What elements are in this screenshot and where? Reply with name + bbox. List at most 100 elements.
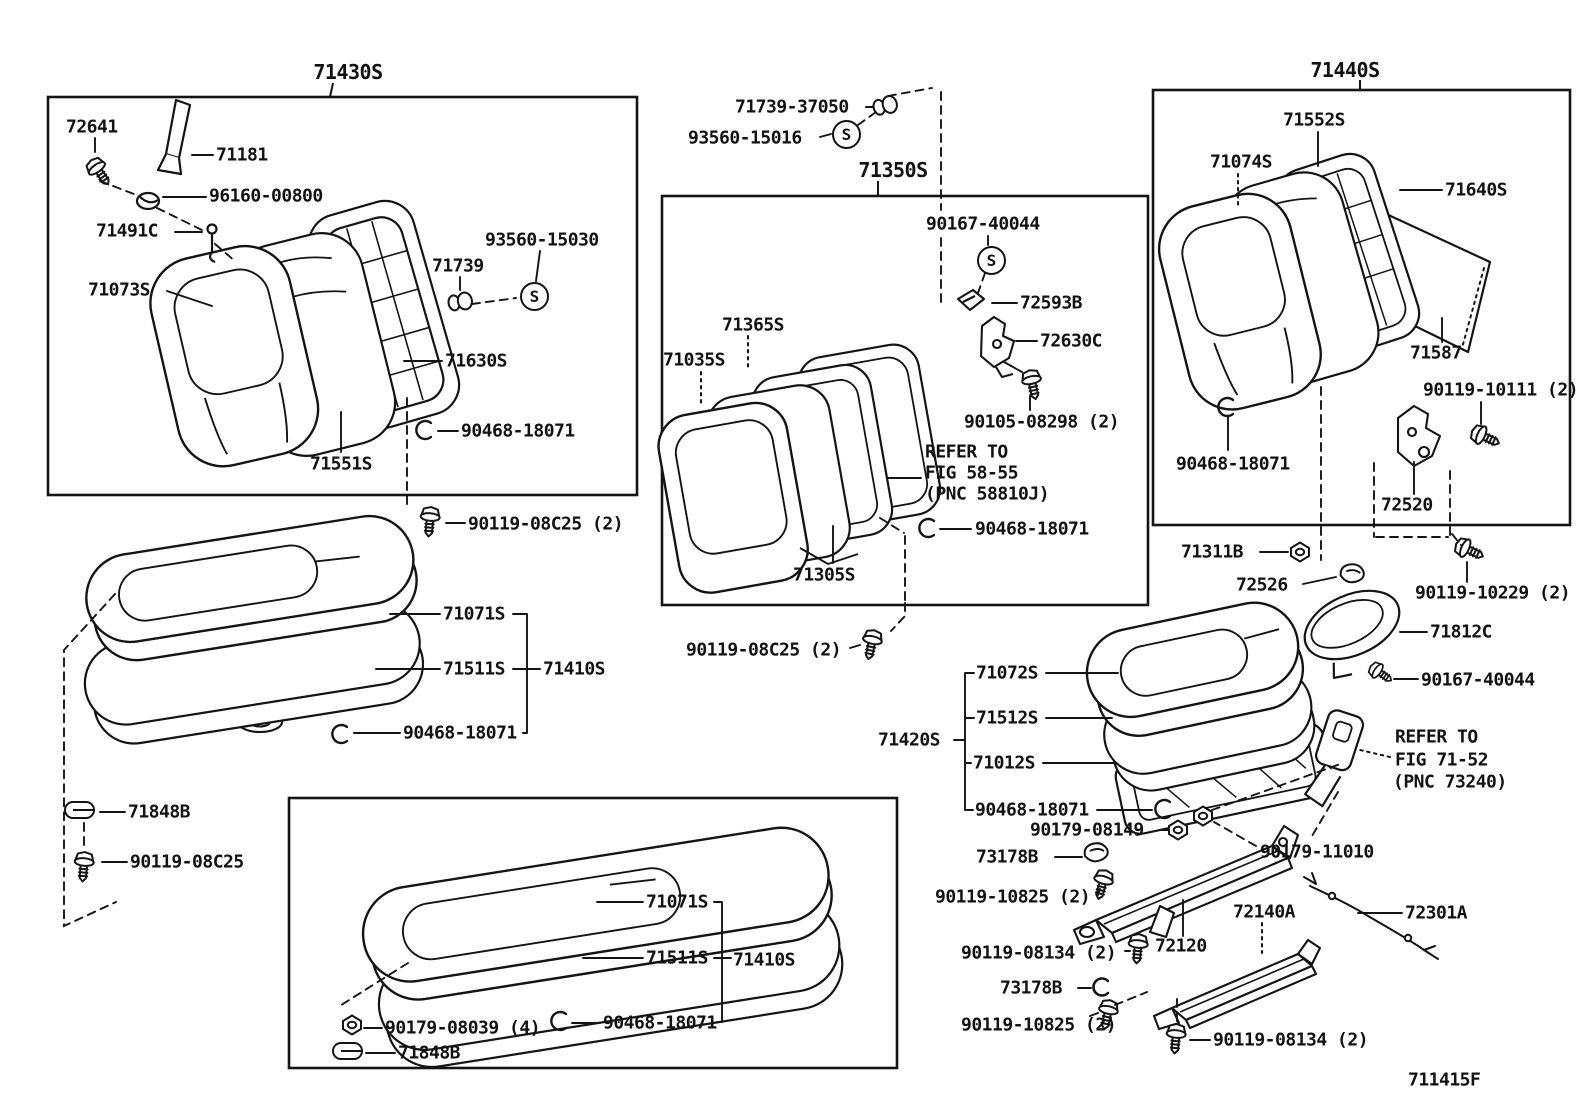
- part-label-72520: 72520: [1381, 494, 1433, 516]
- part-label-71420s: 71420S: [878, 729, 941, 751]
- part-label-71630s: 71630S: [445, 350, 508, 372]
- grommet-71739-37050-icon: [870, 93, 900, 118]
- bolt-90119-10825-icon: [1088, 866, 1117, 903]
- lock-cable-72301a: [1303, 872, 1439, 960]
- recliner-bracket-72520: [1396, 404, 1442, 468]
- part-label-96160-00800: 96160-00800: [209, 185, 323, 207]
- part-label-90468-18071-box2: 90468-18071: [975, 518, 1089, 540]
- ref-note-fig71-52-line2: FIG 71-52: [1395, 749, 1489, 771]
- part-label-90179-08149: 90179-08149: [1030, 819, 1144, 841]
- part-label-90167-40044: 90167-40044: [926, 213, 1040, 235]
- bolt-72641-icon: [82, 153, 117, 191]
- part-label-90468-18071-box1: 90468-18071: [461, 420, 575, 442]
- part-label-71511s-lower: 71511S: [646, 947, 709, 969]
- part-label-71072s: 71072S: [976, 662, 1039, 684]
- part-label-71640s: 71640S: [1445, 179, 1508, 201]
- part-label-71511s-left: 71511S: [443, 658, 506, 680]
- part-label-71074s: 71074S: [1210, 151, 1273, 173]
- part-label-71035s: 71035S: [663, 349, 726, 371]
- part-label-72120: 72120: [1155, 935, 1207, 957]
- clip-71848b-lower-icon: [332, 1042, 364, 1060]
- bolt-90119-08134-icon: [1126, 932, 1150, 966]
- bolt-90119-10111-icon: [1467, 421, 1504, 454]
- part-label-71551s: 71551S: [310, 453, 373, 475]
- assembly-dashed-lines: [63, 87, 1462, 1027]
- part-label-71739-37050: 71739-37050: [735, 96, 849, 118]
- grommet-71739-icon: [446, 290, 475, 314]
- part-label-72140a: 72140A: [1233, 901, 1296, 923]
- part-label-90105-08298: 90105-08298 (2): [964, 411, 1120, 433]
- part-label-72301a: 72301A: [1405, 902, 1468, 924]
- part-label-71812c: 71812C: [1430, 621, 1493, 643]
- part-label-90167-40044-right: 90167-40044: [1421, 669, 1535, 691]
- leader-lines: [94, 106, 1482, 1054]
- part-label-71491c: 71491C: [96, 220, 159, 242]
- part-label-71739: 71739: [432, 255, 484, 277]
- hog-ring-90468-icon-2: [331, 723, 349, 745]
- bolt-90119-08134-lower-icon: [1164, 1022, 1188, 1056]
- part-label-71365s: 71365S: [722, 314, 785, 336]
- nut-90179-08149-icon: [1168, 819, 1188, 841]
- s-symbol-badge-3: S: [977, 246, 1006, 275]
- cover-73178b-icon: [1083, 842, 1109, 863]
- seat-track-72120: [1072, 824, 1300, 946]
- part-label-90119-10825-upper: 90119-10825 (2): [935, 886, 1091, 908]
- part-label-71512s: 71512S: [976, 707, 1039, 729]
- ref-note-fig58-55-line3: (PNC 58810J): [925, 483, 1050, 505]
- part-label-73178b-upper: 73178B: [976, 846, 1039, 868]
- part-label-72526: 72526: [1236, 574, 1288, 596]
- seatback-cover-71035s: [657, 401, 809, 594]
- part-label-90179-08039: 90179-08039 (4): [385, 1017, 541, 1039]
- part-label-90468-18071-box3: 90468-18071: [1176, 453, 1290, 475]
- part-label-71552s: 71552S: [1283, 109, 1346, 131]
- seatback-cover-71074s: [1157, 192, 1322, 411]
- part-label-71012s: 71012S: [973, 752, 1036, 774]
- part-label-72641: 72641: [66, 116, 118, 138]
- part-label-90119-08c25-left: 90119-08C25: [130, 851, 244, 873]
- clip-71848b-icon: [64, 801, 96, 819]
- headrest-stay-71181: [156, 98, 192, 176]
- part-label-93560-15016: 93560-15016: [688, 127, 802, 149]
- part-label-93560-15030: 93560-15030: [485, 229, 599, 251]
- part-label-90119-08c25-box2: 90119-08C25 (2): [686, 639, 842, 661]
- part-label-71587: 71587: [1410, 342, 1462, 364]
- armrest-71812c: [1303, 589, 1401, 680]
- hog-ring-90468-icon-3: [918, 517, 936, 539]
- box-71430s: [46, 95, 639, 497]
- pin-71491c: [206, 223, 218, 264]
- part-label-71071s-lower: 71071S: [646, 891, 709, 913]
- nut-90179-08039-icon: [342, 1014, 362, 1036]
- part-label-71181: 71181: [216, 144, 268, 166]
- part-label-90468-18071-lower: 90468-18071: [603, 1012, 717, 1034]
- figure-code: 711415F: [1408, 1069, 1481, 1091]
- part-label-71311b: 71311B: [1181, 541, 1244, 563]
- box-title-ticks: [329, 80, 1361, 196]
- part-label-71848b: 71848B: [128, 801, 191, 823]
- cushion-pad-71511s-left: [83, 601, 425, 745]
- cushion-cover-71072s: [1085, 601, 1305, 738]
- part-label-71305s: 71305S: [793, 564, 856, 586]
- s-symbol-badge: S: [520, 282, 549, 311]
- part-label-73178b-lower: 73178B: [1000, 977, 1063, 999]
- part-label-90119-10111: 90119-10111 (2): [1423, 379, 1579, 401]
- clip-72593b: [956, 288, 986, 312]
- s-symbol-badge-2: S: [832, 120, 861, 149]
- seatback-base-tabs: [799, 547, 859, 566]
- nut-90179-11010-icon: [1193, 805, 1213, 827]
- part-label-90179-11010: 90179-11010: [1260, 841, 1374, 863]
- seat-track-72140a: [1152, 938, 1322, 1031]
- box-title-71430s: 71430S: [313, 60, 383, 84]
- part-label-72593b: 72593B: [1020, 292, 1083, 314]
- box-title-71440s: 71440S: [1310, 58, 1380, 82]
- part-label-90119-08134-lower: 90119-08134 (2): [1213, 1029, 1369, 1051]
- bolt-90105-08298-icon: [1019, 367, 1046, 403]
- part-label-71848b-lower: 71848B: [398, 1042, 461, 1064]
- part-label-90119-08134-upper: 90119-08134 (2): [961, 942, 1117, 964]
- bolt-90119-08c25-mid-icon: [858, 627, 885, 663]
- cover-72526-icon: [1338, 561, 1367, 585]
- ref-note-fig71-52-line1: REFER TO: [1395, 726, 1478, 748]
- box-71410s-lower: [287, 796, 899, 1070]
- ring-73178b-lower-icon: [1092, 977, 1110, 997]
- hog-ring-90468-icon: [415, 419, 433, 441]
